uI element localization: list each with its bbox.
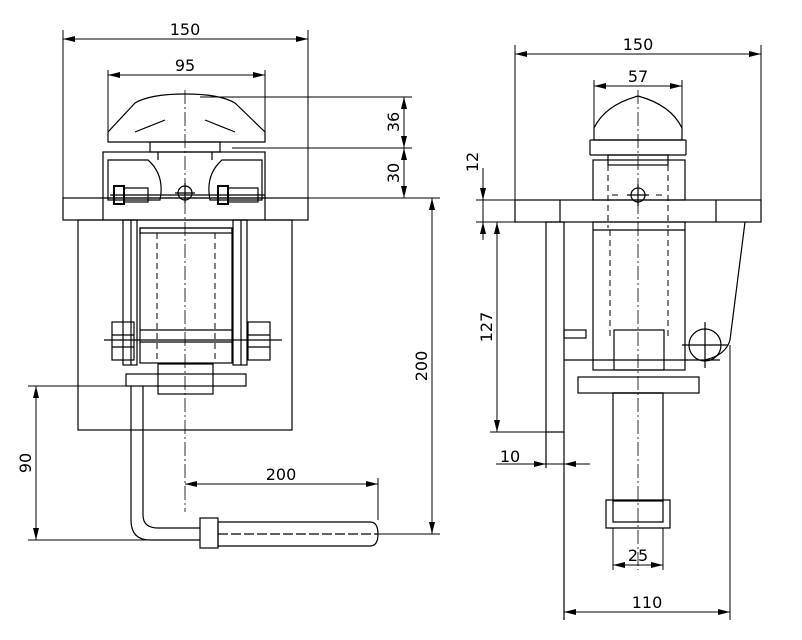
front-knob bbox=[107, 93, 266, 143]
front-cylinder bbox=[139, 227, 233, 364]
front-handle-length-label: 200 bbox=[266, 465, 297, 484]
front-body-height-label: 30 bbox=[384, 163, 403, 183]
side-view: 150 57 12 127 10 25 bbox=[463, 35, 762, 620]
front-view: 150 95 36 30 200 200 bbox=[16, 20, 440, 549]
side-bracket-plate bbox=[545, 221, 565, 433]
front-total-height-label: 200 bbox=[412, 351, 431, 382]
side-width-label: 150 bbox=[623, 35, 654, 54]
side-body bbox=[592, 159, 686, 201]
front-handle-drop-label: 90 bbox=[16, 453, 35, 473]
side-bracket-height-label: 127 bbox=[477, 312, 496, 343]
side-base-plate bbox=[577, 376, 700, 394]
front-valve-body bbox=[102, 151, 266, 205]
side-rod-diameter-label: 25 bbox=[628, 546, 648, 565]
front-left-nut bbox=[111, 321, 135, 361]
side-plate-thickness-label: 10 bbox=[500, 447, 520, 466]
front-bottom-plate bbox=[125, 373, 247, 387]
front-knob-height-label: 36 bbox=[384, 112, 403, 132]
side-cylinder bbox=[592, 221, 686, 371]
front-knob-width-label: 95 bbox=[175, 56, 195, 75]
front-width-label: 150 bbox=[170, 20, 201, 39]
side-flange-thickness-label: 12 bbox=[463, 152, 482, 172]
front-handle-collar bbox=[199, 517, 219, 549]
front-right-nut bbox=[247, 321, 271, 361]
side-bracket-depth-label: 110 bbox=[632, 593, 663, 612]
side-knob-width-label: 57 bbox=[628, 67, 648, 86]
front-handle-rod bbox=[130, 386, 200, 541]
